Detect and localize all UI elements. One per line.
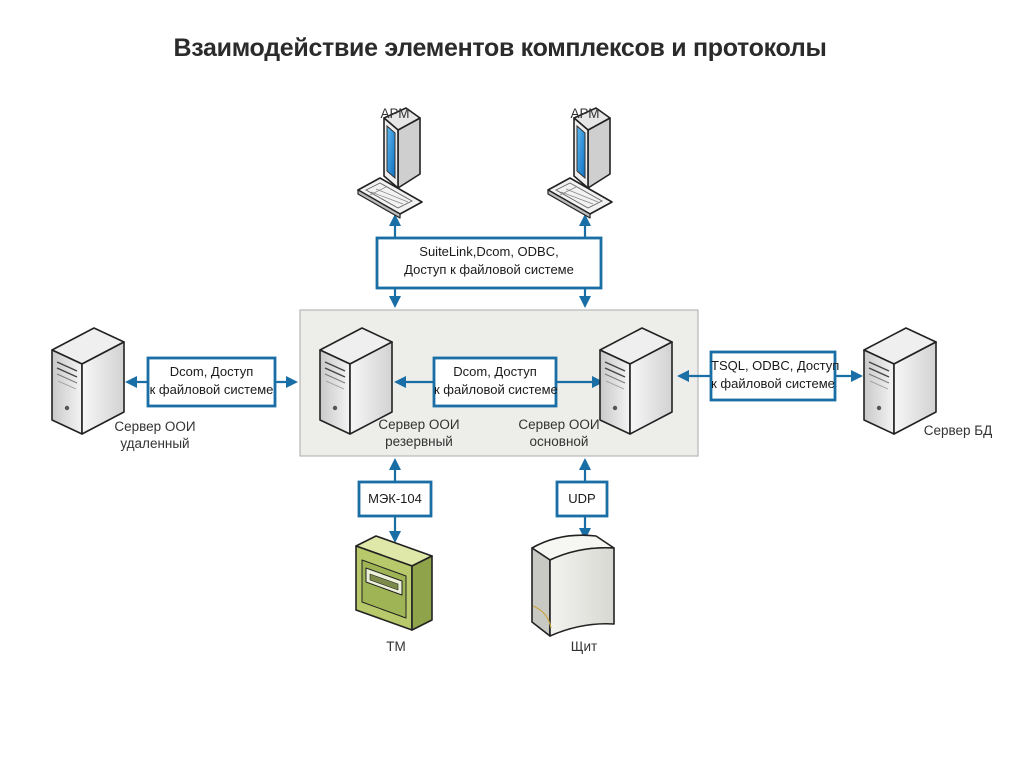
label-server-reserve-line1: Сервер ООИ — [378, 417, 460, 432]
protocol-label-left: Dcom, Доступ к файловой системе — [148, 363, 275, 399]
label-server-main: Сервер ООИ основной — [504, 416, 614, 450]
label-server-main-line1: Сервер ООИ — [518, 417, 600, 432]
label-server-main-line2: основной — [529, 434, 589, 449]
protocol-label-middle-line1: Dcom, Доступ — [453, 364, 537, 379]
telemechanics-device-icon — [355, 535, 433, 631]
label-arm-left: АРМ — [380, 106, 410, 121]
label-server-db: Сервер БД — [923, 423, 993, 438]
protocol-box-mek104 — [357, 480, 433, 518]
protocol-label-middle: Dcom, Доступ к файловой системе — [434, 363, 558, 399]
protocol-label-left-line2: к файловой системе — [149, 382, 274, 397]
protocol-box-left — [146, 356, 277, 408]
protocol-label-top-line1: SuiteLink,Dcom, ODBC, — [419, 244, 559, 259]
label-server-reserve: Сервер ООИ резервный — [364, 416, 474, 450]
protocol-label-right: TSQL, ODBC, Доступ к файловой системе — [711, 357, 840, 393]
workstation-icon-right — [547, 107, 613, 219]
label-tm: ТМ — [386, 639, 406, 654]
label-server-remote-line2: удаленный — [120, 436, 190, 451]
server-icon-db — [863, 327, 937, 435]
label-server-remote: Сервер ООИ удаленный — [100, 418, 210, 452]
protocol-label-udp: UDP — [568, 491, 596, 506]
workstation-icon-left — [357, 107, 423, 219]
label-arm-right: АРМ — [570, 106, 600, 121]
protocol-label-right-line1: TSQL, ODBC, Доступ — [711, 358, 840, 373]
protocol-label-top-line2: Доступ к файловой системе — [404, 262, 574, 277]
protocol-label-mek104: МЭК-104 — [368, 491, 422, 506]
protocol-label-left-line1: Dcom, Доступ — [169, 364, 254, 379]
diagram-title: Взаимодействие элементов комплексов и пр… — [173, 34, 827, 62]
connection-arrows — [125, 214, 863, 543]
protocol-label-middle-line2: к файловой системе — [434, 382, 558, 397]
label-shield: Щит — [570, 639, 598, 654]
protocol-box-right — [709, 350, 837, 402]
panel-shield-icon — [531, 534, 615, 637]
protocol-label-right-line2: к файловой системе — [711, 376, 835, 391]
label-server-remote-line1: Сервер ООИ — [114, 419, 196, 434]
protocol-label-top: SuiteLink,Dcom, ODBC, Доступ к файловой … — [377, 243, 601, 279]
protocol-box-udp — [555, 480, 609, 518]
label-server-reserve-line2: резервный — [385, 434, 453, 449]
protocol-box-top — [375, 236, 603, 290]
protocol-box-middle — [432, 356, 558, 408]
